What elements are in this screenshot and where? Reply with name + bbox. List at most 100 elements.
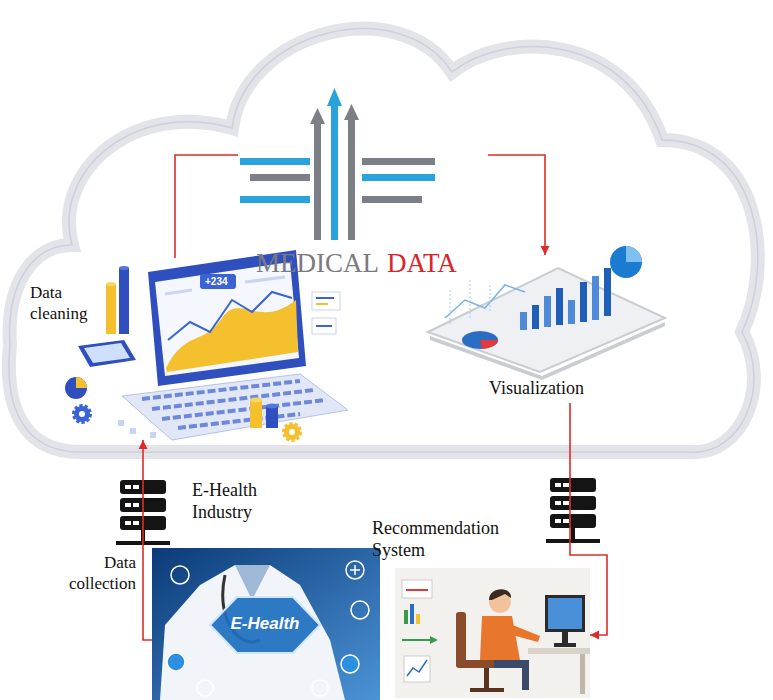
tablet-chart-illustration-part	[445, 285, 525, 318]
tablet-chart-illustration-part	[480, 340, 498, 349]
laptop-illustration-part	[119, 268, 129, 334]
laptop-illustration-part	[122, 374, 348, 440]
server-icon-part	[546, 539, 600, 543]
laptop-illustration-part	[316, 325, 332, 327]
laptop-illustration-part	[166, 300, 298, 372]
node-heading: E-Health Industry	[192, 480, 282, 523]
ehealth-photo-part	[152, 548, 380, 700]
person-at-desk-part	[456, 612, 466, 664]
logo-cross-part	[344, 104, 359, 120]
laptop-illustration-part	[316, 297, 334, 299]
cloud-outline-part	[9, 29, 758, 452]
tablet-chart-illustration-part	[532, 305, 539, 329]
illustration-node: Visualization	[425, 255, 665, 403]
laptop-illustration-part	[155, 262, 299, 376]
person-at-desk-part	[410, 604, 414, 624]
logo-cross-part	[240, 196, 310, 203]
server-icon-part	[550, 514, 596, 528]
flow-arrow	[570, 403, 607, 640]
flow-arrow	[139, 440, 153, 640]
server-icon-part	[550, 496, 596, 510]
person-at-desk-part	[508, 624, 540, 642]
server-icon-part	[555, 519, 561, 523]
flow-line	[488, 155, 545, 255]
ehealth-photo-part	[312, 680, 328, 696]
tablet-chart-illustration-part	[604, 268, 611, 316]
laptop-illustration-part	[284, 424, 300, 440]
edge-label: Data collection	[40, 552, 136, 595]
logo-cross-part	[362, 158, 435, 165]
illustration-node: Data cleaning	[60, 258, 310, 440]
laptop-illustration-part	[150, 432, 156, 438]
logo-cross-part	[250, 174, 310, 181]
laptop-illustration-part	[78, 340, 136, 367]
person-at-desk-part	[528, 648, 590, 654]
flow-line	[570, 403, 607, 635]
laptop-illustration-part	[84, 343, 130, 363]
person-at-desk-part	[489, 589, 511, 600]
tablet-chart-illustration-part	[610, 246, 642, 278]
laptop-illustration-part	[106, 282, 116, 286]
flow-line	[175, 155, 238, 258]
laptop-illustration-part	[316, 303, 328, 305]
flow-arrow	[488, 155, 550, 255]
person-at-desk-part	[554, 643, 576, 647]
logo-word: DATA	[387, 248, 457, 279]
server-icon-part	[125, 485, 131, 489]
logo-cross-part	[240, 158, 310, 165]
laptop-illustration-part	[65, 377, 87, 399]
server-icon-part	[563, 519, 569, 523]
server-icon-part	[563, 501, 569, 505]
person-at-desk-part	[548, 598, 582, 629]
logo-cross-part	[362, 196, 422, 203]
server-icon-part	[550, 478, 596, 492]
laptop-illustration-part	[250, 398, 262, 403]
person-at-desk-part	[580, 654, 585, 694]
tablet-chart-illustration-part	[490, 285, 491, 312]
person-at-desk-part	[470, 688, 504, 692]
person-at-desk-part	[522, 660, 529, 690]
tablet-chart-illustration-part	[428, 268, 665, 372]
ehealth-photo-part	[197, 680, 213, 696]
screen-number: +234	[205, 275, 228, 288]
photo-node: Recommendation System	[395, 568, 590, 698]
ehealth-photo-part	[350, 569, 360, 571]
laptop-illustration-part	[312, 292, 340, 310]
logo-cross-part	[327, 88, 342, 106]
person-at-desk-part	[402, 580, 432, 598]
person-at-desk-part	[484, 668, 489, 690]
server-icon-part	[133, 485, 139, 489]
laptop-illustration-part	[130, 428, 136, 434]
laptop-illustration	[65, 250, 348, 440]
ehealth-photo-part	[341, 655, 359, 673]
server-icon-part	[125, 521, 131, 525]
person-at-desk-part	[430, 636, 438, 644]
laptop-illustration-part	[162, 400, 326, 419]
tablet-chart-illustration-part	[470, 280, 471, 318]
ehealth-photo	[152, 548, 380, 700]
logo-node: MEDICALDATA	[238, 92, 488, 297]
arrow-head	[139, 440, 148, 449]
hexagon-label: E-Health	[220, 614, 310, 634]
person-at-desk-part	[406, 589, 428, 591]
laptop-illustration-part	[106, 284, 116, 334]
laptop-illustration-part	[168, 292, 292, 340]
tablet-chart-illustration-part	[556, 288, 563, 325]
person-at-desk-part	[402, 639, 430, 641]
server-icon-part	[571, 528, 575, 540]
flow-line	[143, 440, 152, 640]
server-icon-part	[133, 521, 139, 525]
photo-node: E-Health IndustryE-Health	[152, 548, 380, 700]
tablet-chart-illustration	[428, 246, 665, 380]
node-heading: Visualization	[489, 379, 584, 399]
tablet-chart-illustration-part	[520, 312, 527, 330]
ehealth-photo-part	[210, 597, 320, 653]
person-at-desk-part	[562, 632, 568, 644]
logo-cross-part	[331, 104, 338, 240]
person-at-desk-part	[416, 614, 420, 624]
laptop-illustration-part	[74, 406, 90, 422]
cloud-outline	[9, 29, 758, 452]
ehealth-photo-part	[167, 653, 185, 671]
